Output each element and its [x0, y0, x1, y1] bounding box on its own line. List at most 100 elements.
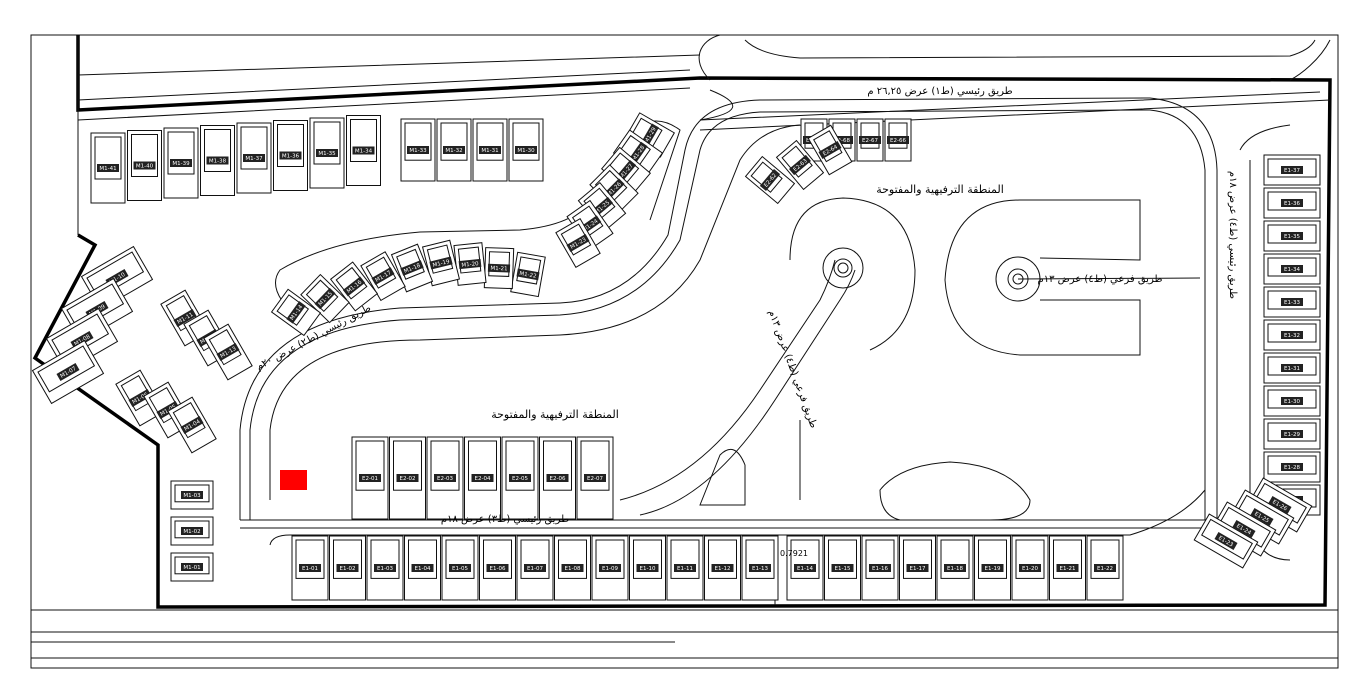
lot-m1-19[interactable]: M1-19: [421, 239, 461, 287]
lot-m1-04[interactable]: M1-04: [167, 396, 217, 454]
lot-e2-63[interactable]: E2-63: [775, 139, 825, 191]
lot-m1-41[interactable]: M1-41: [90, 132, 126, 204]
lot-tag: [831, 136, 853, 144]
roundabout-core: [837, 262, 849, 274]
lot-e1-04[interactable]: E1-04: [404, 535, 441, 601]
lot-e1-32[interactable]: E1-32: [1263, 319, 1321, 351]
lot-tag: [869, 564, 891, 572]
lot-m1-32[interactable]: M1-32: [436, 118, 472, 182]
lot-m1-03[interactable]: M1-03: [170, 480, 214, 510]
lot-tag: [371, 267, 395, 286]
lot-label: E1-11: [677, 566, 693, 572]
road-label-r4-vertical: طريق رئيسي (ط٤) عرض ١٨م: [1227, 171, 1238, 299]
lot-e1-16[interactable]: E1-16: [861, 535, 899, 601]
lot-e1-21[interactable]: E1-21: [1049, 535, 1086, 601]
lot-e1-06[interactable]: E1-06: [479, 535, 516, 601]
lot-e2-67[interactable]: E2-67: [856, 118, 884, 162]
lot-m1-39[interactable]: M1-39: [163, 127, 199, 199]
lot-m1-15[interactable]: M1-15: [300, 273, 350, 324]
lot-m1-33[interactable]: M1-33: [400, 118, 436, 182]
lot-m1-34[interactable]: M1-34: [346, 115, 381, 186]
lot-e2-02[interactable]: E2-02: [389, 436, 426, 520]
lot-e1-15[interactable]: E1-15: [824, 535, 861, 601]
building-footprint: [404, 122, 432, 161]
lot-e2-62[interactable]: E2-62: [744, 155, 796, 205]
lot-e2-01[interactable]: E2-01: [351, 436, 389, 520]
lot-tag: [471, 474, 494, 482]
lot-m1-31[interactable]: M1-31: [472, 118, 508, 182]
lot-e1-33[interactable]: E1-33: [1263, 286, 1321, 318]
lot-e2-66[interactable]: E2-66: [884, 118, 912, 162]
lot-e1-07[interactable]: E1-07: [516, 535, 554, 601]
lot-m1-13[interactable]: M1-13: [203, 323, 253, 381]
lot-m1-07[interactable]: M1-07: [31, 339, 105, 405]
lot-e1-03[interactable]: E1-03: [366, 535, 404, 601]
lot-e1-23[interactable]: E1-23: [1193, 513, 1259, 569]
lot-e1-02[interactable]: E1-02: [329, 535, 366, 601]
lot-e1-28[interactable]: E1-28: [1263, 451, 1321, 483]
lot-e1-31[interactable]: E1-31: [1263, 352, 1321, 384]
lot-label: M1-03: [183, 493, 201, 499]
lot-m1-30[interactable]: M1-30: [508, 118, 544, 182]
lot-e1-01[interactable]: E1-01: [291, 535, 329, 601]
lot-m1-26[interactable]: M1-26: [589, 164, 639, 214]
lot-m1-20[interactable]: M1-20: [453, 242, 487, 286]
lot-m1-28[interactable]: M1-28: [612, 129, 664, 177]
lot-e1-37[interactable]: E1-37: [1263, 154, 1321, 186]
lot-m1-02[interactable]: M1-02: [170, 516, 214, 546]
lot-m1-21[interactable]: M1-21: [483, 247, 515, 290]
lot-e1-11[interactable]: E1-11: [666, 535, 704, 601]
lot-tag: [789, 154, 811, 176]
lot-e1-30[interactable]: E1-30: [1263, 385, 1321, 417]
building-footprint: [903, 539, 932, 579]
lot-e1-22[interactable]: E1-22: [1086, 535, 1124, 601]
lot-e2-07[interactable]: E2-07: [576, 436, 614, 520]
lot-m1-16[interactable]: M1-16: [329, 261, 379, 312]
lot-e1-13[interactable]: E1-13: [741, 535, 779, 601]
lot-m1-36[interactable]: M1-36: [273, 120, 308, 191]
lot-e1-18[interactable]: E1-18: [936, 535, 974, 601]
lot-e2-06[interactable]: E2-06: [539, 436, 576, 520]
lot-e2-03[interactable]: E2-03: [426, 436, 464, 520]
lot-e1-09[interactable]: E1-09: [591, 535, 629, 601]
road-edge: [698, 34, 1331, 121]
lot-m1-35[interactable]: M1-35: [309, 117, 345, 189]
lot-m1-23[interactable]: M1-23: [555, 217, 601, 269]
lot-e2-64[interactable]: E2-64: [807, 124, 853, 176]
highlighted-lot[interactable]: [280, 470, 307, 490]
lot-e1-36[interactable]: E1-36: [1263, 187, 1321, 219]
lot-e1-34[interactable]: E1-34: [1263, 253, 1321, 285]
lot-m1-14[interactable]: M1-14: [270, 288, 322, 337]
building-footprint: [790, 539, 820, 579]
lot-m1-06[interactable]: M1-06: [115, 369, 165, 427]
lot-tag: [56, 363, 80, 381]
building-footprint: [94, 136, 122, 180]
lot-m1-37[interactable]: M1-37: [236, 122, 272, 194]
lot-e1-08[interactable]: E1-08: [554, 535, 591, 601]
lot-e1-35[interactable]: E1-35: [1263, 220, 1321, 252]
lot-e1-20[interactable]: E1-20: [1011, 535, 1049, 601]
lot-e1-10[interactable]: E1-10: [629, 535, 666, 601]
lot-e1-24[interactable]: E1-24: [1211, 501, 1277, 557]
lot-e1-19[interactable]: E1-19: [974, 535, 1011, 601]
lot-label: M1-21: [490, 266, 507, 273]
lot-tag: [711, 564, 734, 572]
lot-m1-40[interactable]: M1-40: [127, 130, 162, 201]
lot-label: E2-67: [862, 138, 878, 144]
lot-e1-29[interactable]: E1-29: [1263, 418, 1321, 450]
lot-m1-38[interactable]: M1-38: [200, 125, 235, 196]
lot-e2-04[interactable]: E2-04: [464, 436, 501, 520]
lot-m1-17[interactable]: M1-17: [360, 251, 406, 302]
building-footprint: [365, 256, 397, 289]
lot-m1-01[interactable]: M1-01: [170, 552, 214, 582]
lot-label: M1-35: [318, 151, 336, 157]
lot-e1-17[interactable]: E1-17: [899, 535, 936, 601]
lot-e1-05[interactable]: E1-05: [441, 535, 479, 601]
lot-m1-22[interactable]: M1-22: [510, 251, 546, 298]
lot-e2-05[interactable]: E2-05: [501, 436, 539, 520]
lot-e1-14[interactable]: E1-14: [786, 535, 824, 601]
lot-e1-12[interactable]: E1-12: [704, 535, 741, 601]
lot-e1-26[interactable]: E1-26: [1247, 477, 1313, 533]
